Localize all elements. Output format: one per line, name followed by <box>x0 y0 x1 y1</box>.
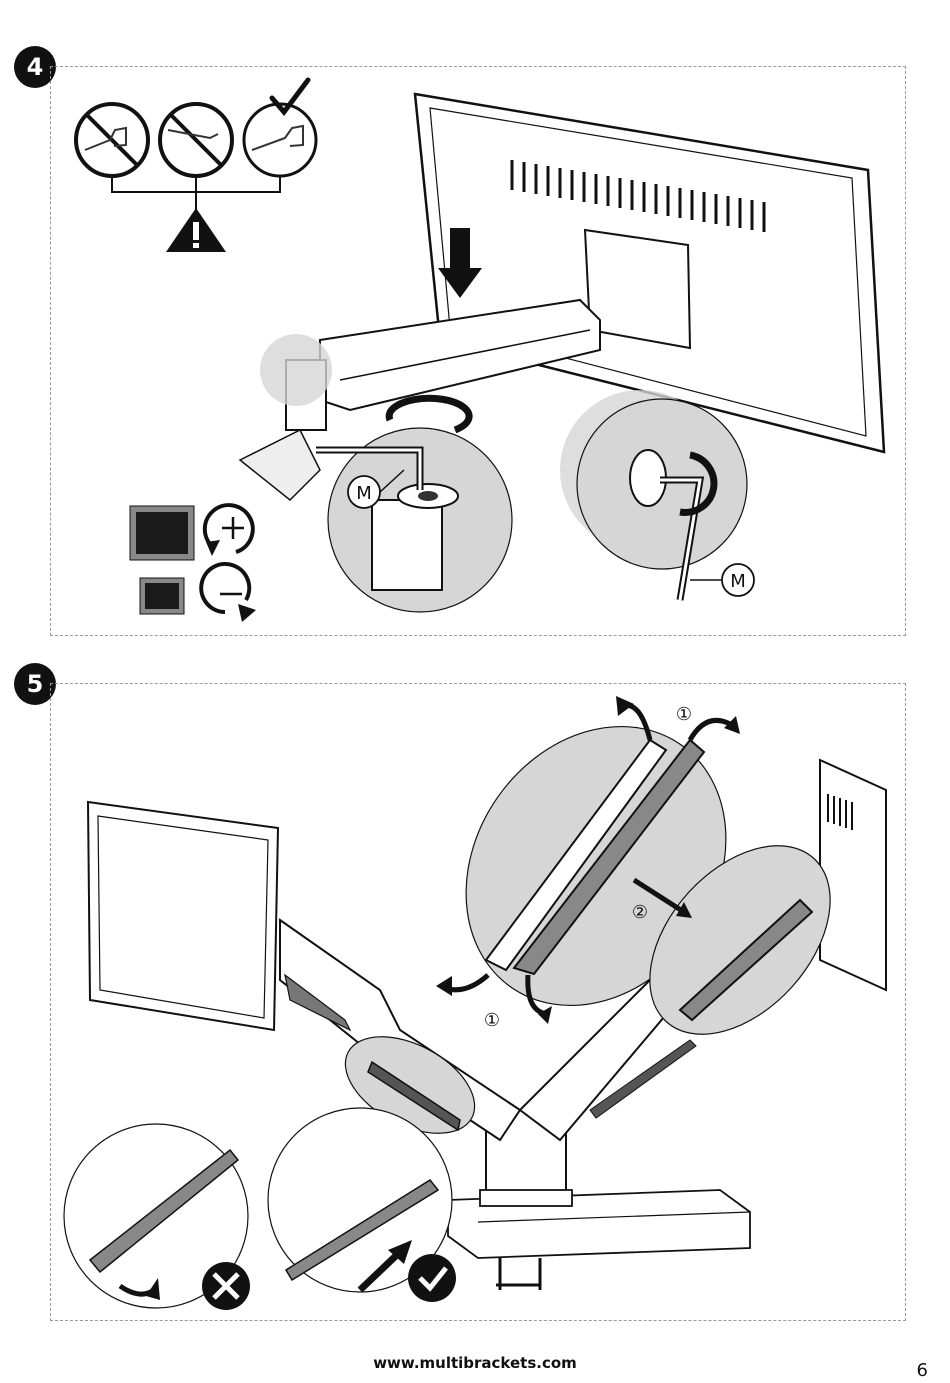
cross-circle-icon <box>202 1262 250 1310</box>
page-number: 6 <box>917 1360 928 1381</box>
left-monitor <box>88 802 278 1030</box>
footer-url: www.multibrackets.com <box>0 1354 950 1372</box>
marker-1-bottom-label: ① <box>484 1010 500 1031</box>
marker-1-top-label: ① <box>676 704 692 725</box>
marker-2-label: ② <box>632 902 648 923</box>
marker-1-bottom: ① <box>484 1010 500 1031</box>
marker-2: ② <box>632 902 648 923</box>
right-monitor <box>820 760 886 990</box>
check-circle-icon <box>408 1254 456 1302</box>
marker-1-top: ① <box>676 704 692 725</box>
